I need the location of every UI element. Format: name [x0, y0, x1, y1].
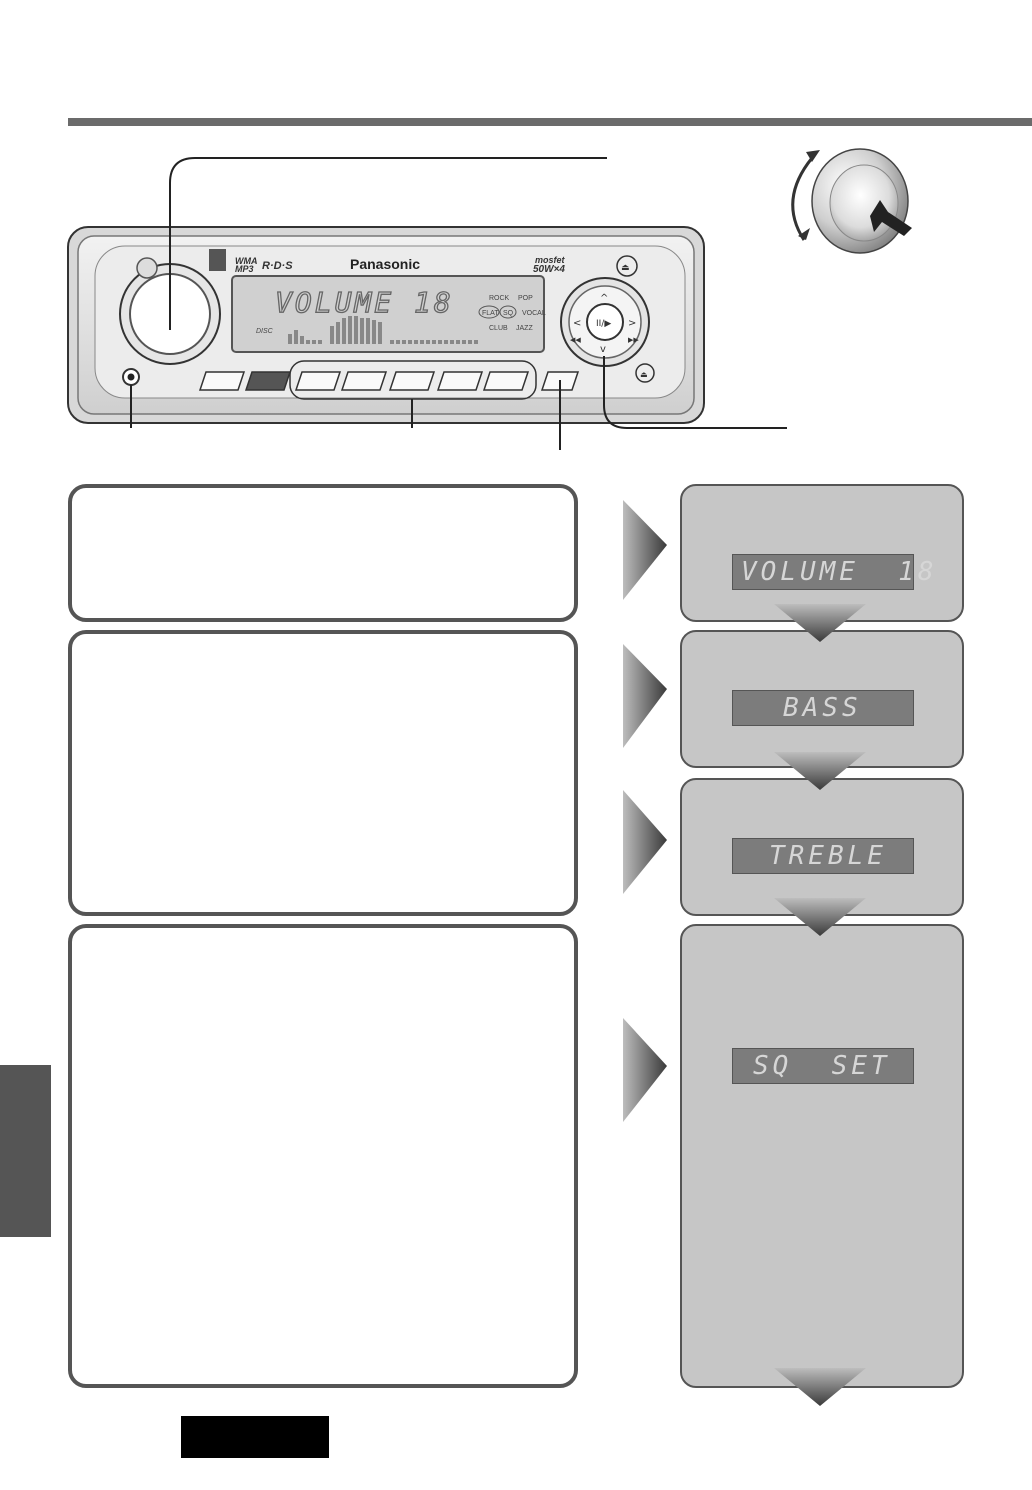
side-section-tab — [0, 1065, 51, 1237]
head-unit-illustration: WMA MP3 R·D·S Panasonic mosfet 50W×4 VOL… — [67, 148, 912, 450]
svg-text:◀◀: ◀◀ — [570, 336, 581, 344]
svg-text:<: < — [573, 318, 581, 329]
svg-text:DISC: DISC — [256, 328, 274, 335]
lcd-treble-readout: TREBLE — [732, 838, 914, 874]
page-label-box — [181, 1416, 329, 1458]
svg-text:⏏: ⏏ — [640, 370, 648, 379]
svg-text:II/▶: II/▶ — [596, 319, 611, 329]
step-arrows — [623, 500, 667, 1122]
release-button — [635, 363, 655, 383]
svg-text:>: > — [628, 318, 636, 329]
step-3-instruction-box — [68, 924, 578, 1388]
lcd-volume-readout: VOLUME 18 — [732, 554, 934, 590]
display-panel-volume: VOLUME 18 — [680, 484, 964, 622]
svg-text:FLAT: FLAT — [482, 310, 499, 317]
step-1-instruction-box — [68, 484, 578, 622]
svg-text:MP3: MP3 — [235, 264, 254, 274]
svg-text:50W×4: 50W×4 — [533, 264, 565, 275]
top-rule — [68, 118, 1032, 126]
svg-text:Panasonic: Panasonic — [350, 256, 420, 272]
svg-text:POP: POP — [518, 295, 533, 302]
svg-text:VOCAL: VOCAL — [522, 310, 546, 317]
eject-button — [616, 255, 638, 277]
lcd-sq-set-readout: SQ SET — [732, 1048, 914, 1084]
svg-text:CLUB: CLUB — [489, 325, 508, 332]
svg-text:SQ: SQ — [503, 310, 514, 317]
svg-text:^: ^ — [600, 293, 608, 304]
display-panel-sq-set: SQ SET — [680, 924, 964, 1388]
svg-text:▶▶: ▶▶ — [628, 336, 639, 344]
svg-text:ROCK: ROCK — [489, 295, 510, 302]
svg-text:mosfet: mosfet — [535, 255, 566, 265]
step-2-instruction-box — [68, 630, 578, 916]
svg-text:v: v — [600, 344, 606, 355]
svg-text:JAZZ: JAZZ — [516, 325, 533, 332]
svg-text:⏏: ⏏ — [621, 263, 630, 273]
svg-text:R·D·S: R·D·S — [262, 260, 293, 272]
lcd-bass-readout: BASS — [732, 690, 914, 726]
svg-text:WMA: WMA — [235, 256, 258, 266]
flow-down-arrows — [774, 604, 866, 1406]
svg-text:VOLUME 18: VOLUME 18 — [275, 286, 454, 319]
knob-rotate-push-diagram — [791, 148, 912, 254]
